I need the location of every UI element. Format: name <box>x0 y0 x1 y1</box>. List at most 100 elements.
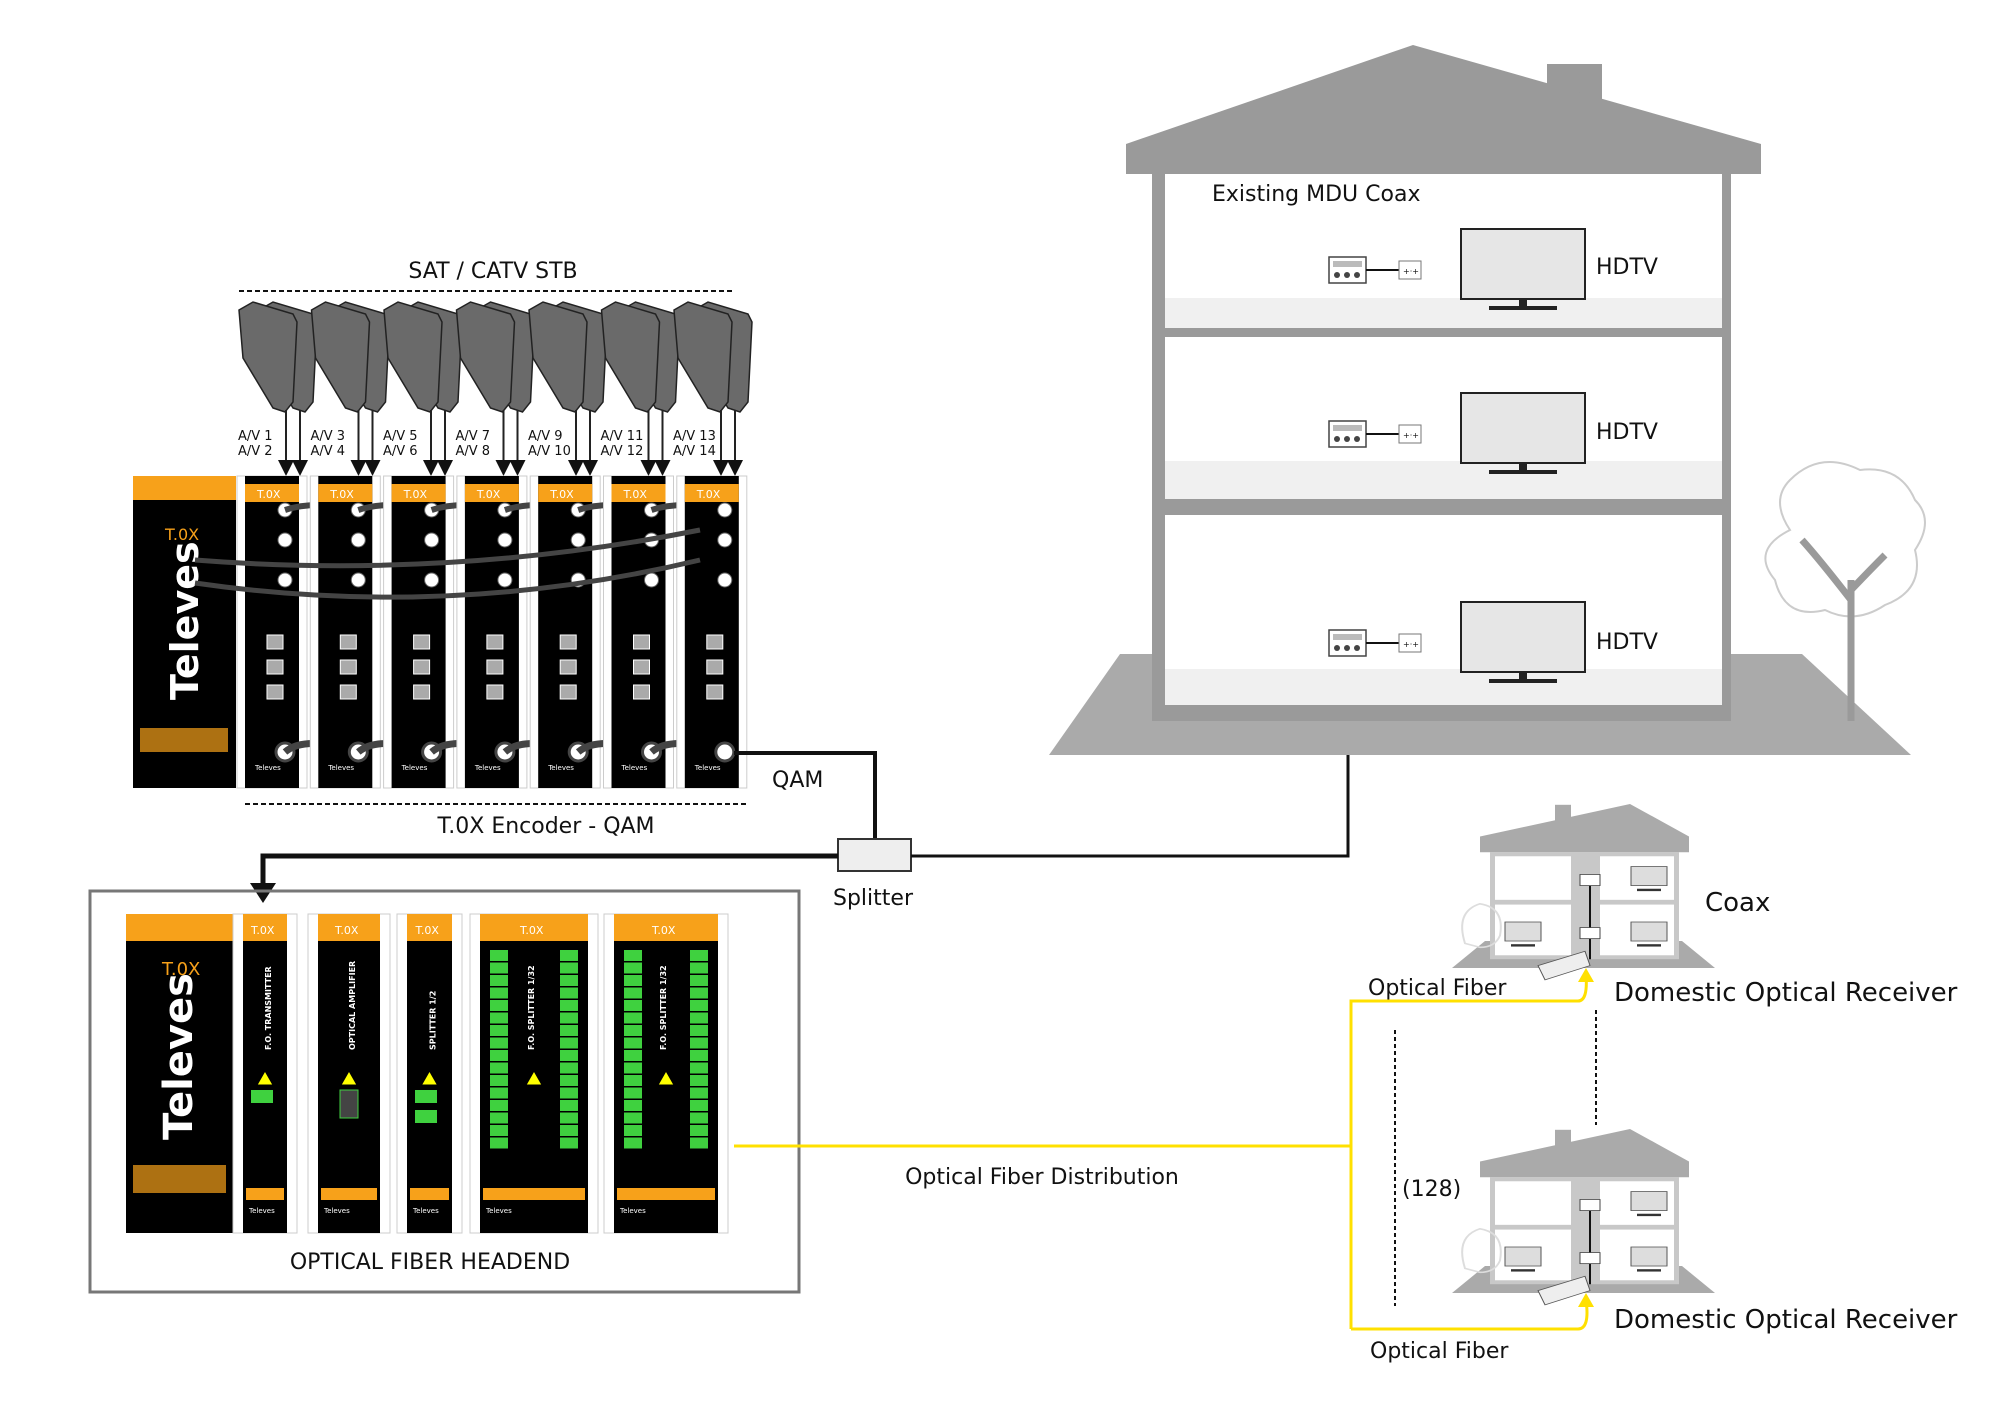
stb-pair: A/V 13A/V 14 <box>673 301 753 476</box>
set-top-box <box>673 301 733 413</box>
fiber-port <box>415 1090 437 1103</box>
cable-to-headend <box>260 853 838 885</box>
tree <box>1461 1227 1502 1274</box>
tv-icon <box>1630 921 1668 942</box>
count-label: (128) <box>1402 1177 1461 1202</box>
tox-logo: T.0X <box>651 924 676 937</box>
av-label: A/V 2 <box>238 444 273 459</box>
fiber-port <box>560 1075 578 1086</box>
ethernet-port <box>266 659 284 675</box>
brand-label: Televes <box>547 764 574 772</box>
fiber-port <box>624 1050 642 1061</box>
encoder-module: T.0X Televes <box>309 475 433 789</box>
brand-label: Televes <box>401 764 428 772</box>
fiber-port <box>490 1075 508 1086</box>
fiber-port <box>690 1000 708 1011</box>
rf-connector <box>714 741 736 763</box>
vent-grille <box>140 728 228 752</box>
fiber-port <box>490 1000 508 1011</box>
brand-label: Televes <box>619 1207 646 1215</box>
fiber-port <box>560 1137 578 1149</box>
ethernet-port <box>339 684 357 700</box>
fiber-port <box>624 1087 642 1099</box>
fiber-port <box>490 1037 508 1049</box>
fiber-port <box>690 1112 708 1124</box>
hdtv-screen <box>1460 601 1586 684</box>
av-label: A/V 13 <box>673 429 716 444</box>
fiber-port <box>560 1012 578 1024</box>
connector <box>717 502 733 518</box>
fiber-port <box>690 1137 708 1149</box>
av-label: A/V 7 <box>456 429 491 444</box>
televes-logo: Televes <box>156 973 202 1140</box>
module-label: F.O. SPLITTER 1/32 <box>527 965 536 1050</box>
ethernet-port <box>559 634 577 650</box>
fiber-port <box>690 1062 708 1074</box>
fiber-port <box>490 1125 508 1136</box>
qam-cable <box>734 751 877 840</box>
fiber-port <box>624 950 642 961</box>
fiber-port <box>624 1025 642 1036</box>
ethernet-port <box>559 659 577 675</box>
coax-label: Coax <box>1705 888 1770 918</box>
fiber-port <box>560 1050 578 1061</box>
module-label: SPLITTER 1/2 <box>429 991 438 1050</box>
tox-logo: T.0X <box>256 488 281 501</box>
coax-tap <box>1328 256 1367 284</box>
stb-pair: A/V 7A/V 8 <box>456 301 536 476</box>
hdtv-label: HDTV <box>1596 255 1658 280</box>
fiber-port <box>690 950 708 961</box>
connector <box>424 532 440 548</box>
connector <box>497 572 513 588</box>
bus-cable <box>194 557 701 600</box>
optical-receiver-device <box>1537 1275 1591 1306</box>
ethernet-port <box>706 684 724 700</box>
wall-outlet <box>1398 633 1422 653</box>
tox-logo: T.0X <box>329 488 354 501</box>
tv-icon <box>1630 866 1668 886</box>
stb-title: SAT / CATV STB <box>408 259 577 284</box>
fiber-port <box>560 1125 578 1136</box>
av-label: A/V 9 <box>528 429 563 444</box>
fiber-port <box>624 962 642 974</box>
fiber-port <box>690 1025 708 1036</box>
warning-icon <box>340 1069 358 1086</box>
subscriber-house <box>1452 804 1715 981</box>
av-label: A/V 3 <box>311 429 346 444</box>
coax-tap <box>1579 874 1601 886</box>
optical-amplifier-window <box>339 1089 359 1119</box>
tree <box>1764 461 1926 618</box>
ethernet-port <box>559 684 577 700</box>
splitter-box <box>837 838 912 872</box>
subscriber-houses <box>1452 804 1715 1306</box>
fiber-port <box>624 1137 642 1149</box>
mdu-floor: HDTV <box>1328 392 1658 475</box>
warning-sticker <box>246 1188 284 1200</box>
tox-logo: T.0X <box>334 924 359 937</box>
headend-frame <box>88 889 801 1294</box>
optical-receiver-device <box>1537 950 1591 981</box>
tox-logo: T.0X <box>164 525 199 544</box>
qam-label: QAM <box>772 768 823 793</box>
brand-label: Televes <box>621 764 648 772</box>
av-label: A/V 12 <box>601 444 644 459</box>
av-label: A/V 6 <box>383 444 418 459</box>
set-top-box <box>600 301 661 413</box>
tox-logo: T.0X <box>696 488 721 501</box>
fiber-port <box>690 975 708 986</box>
fiber-port <box>624 1125 642 1136</box>
fiber-port <box>690 1087 708 1099</box>
fiber-port <box>490 987 508 999</box>
coax-tap <box>1579 1199 1601 1211</box>
bus-cable <box>194 527 701 569</box>
fiber-port <box>490 962 508 974</box>
fiber-port <box>624 1100 642 1111</box>
connector <box>717 532 733 548</box>
fiber-port <box>624 1037 642 1049</box>
stb-pair: A/V 3A/V 4 <box>311 301 391 476</box>
